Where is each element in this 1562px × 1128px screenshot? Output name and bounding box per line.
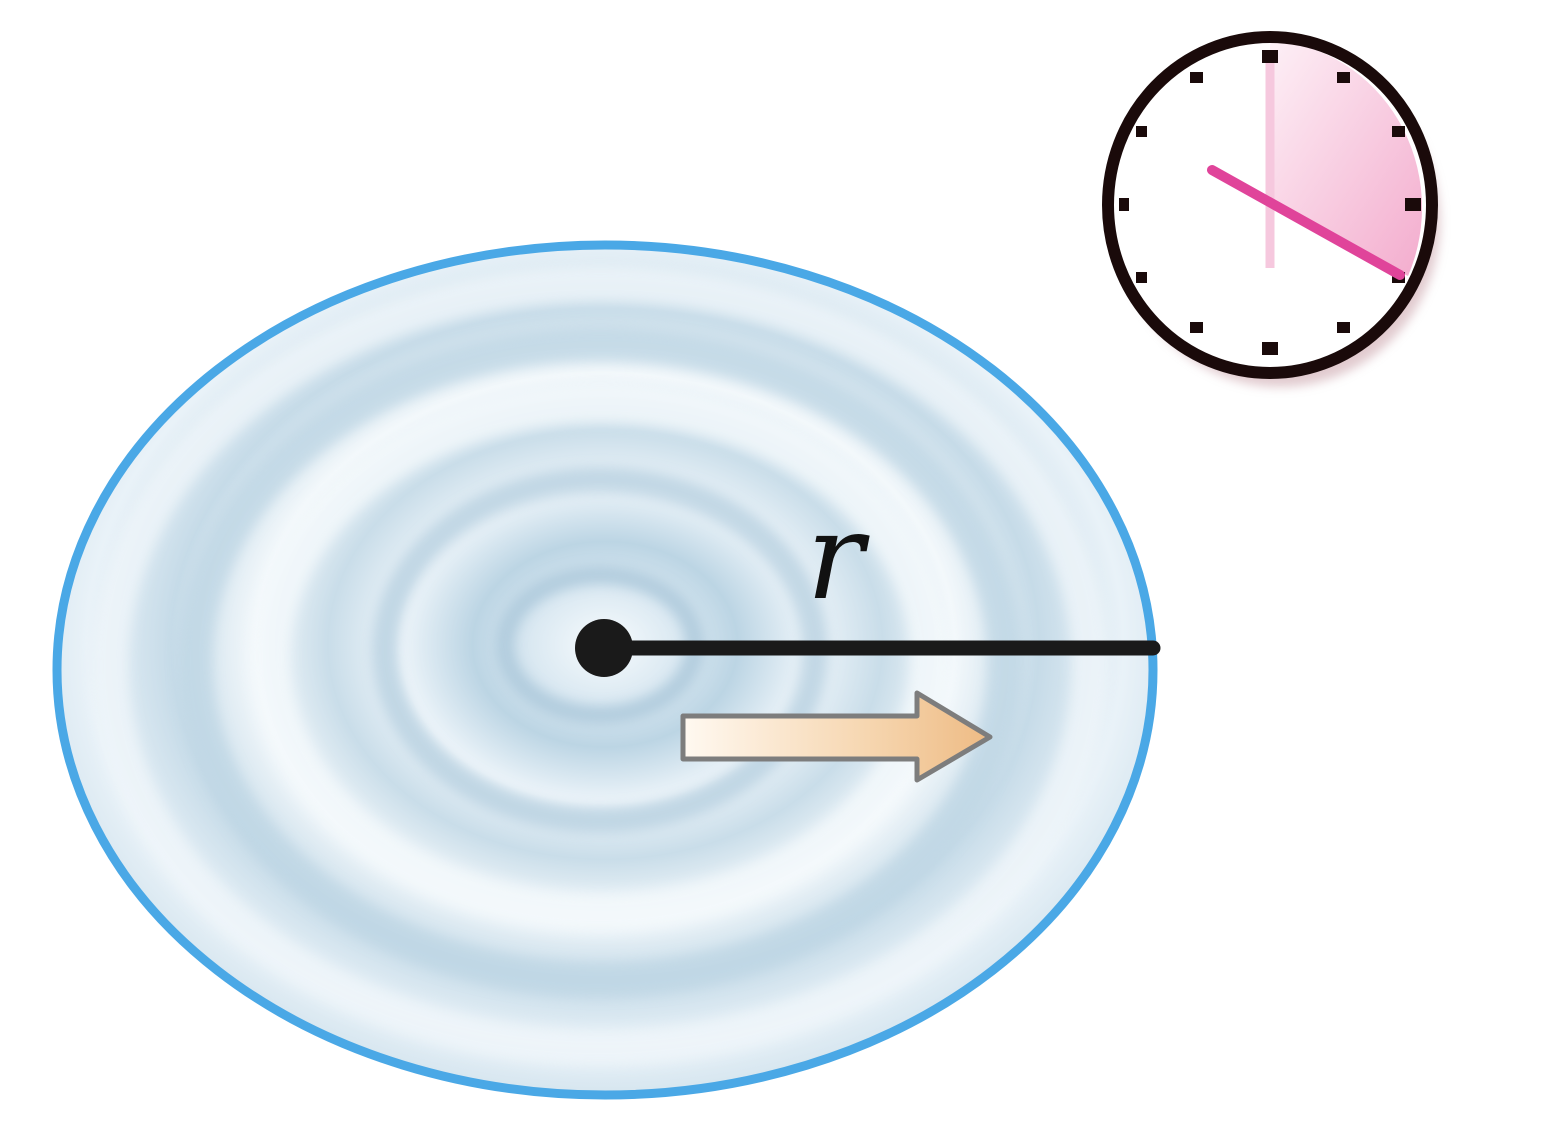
- elapsed-sector: [1270, 40, 1423, 276]
- clock-hand: [1207, 165, 1405, 280]
- clock-ticks: [1119, 50, 1421, 355]
- center-point: [575, 619, 633, 677]
- radius-label: r: [806, 488, 870, 627]
- radius-indicator: r: [575, 488, 1161, 677]
- outward-arrow-icon: [680, 690, 993, 783]
- clock-icon: [1102, 31, 1440, 387]
- clock-rim: [1102, 31, 1438, 379]
- ripple-rim: [52, 240, 1158, 1100]
